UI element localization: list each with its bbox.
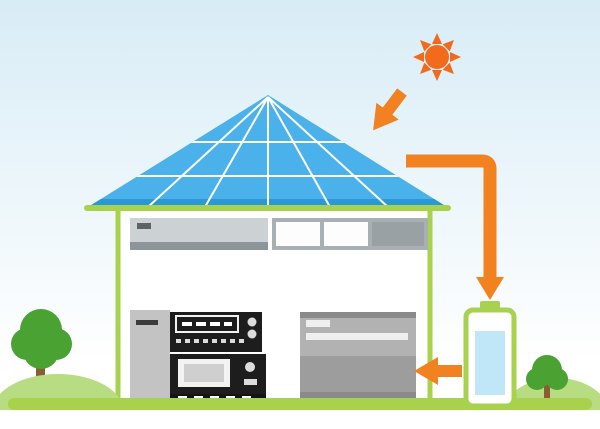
panel-buttons — [176, 339, 244, 343]
panel-knob-1 — [247, 317, 257, 327]
window-pane-3 — [372, 222, 424, 246]
dishwasher-handle-slot — [306, 333, 408, 340]
oven-knob — [245, 362, 255, 372]
ground — [8, 398, 592, 410]
window-pane-2 — [324, 222, 368, 246]
display-screen — [175, 315, 239, 333]
battery-charge-level — [475, 331, 505, 395]
dishwasher-unit — [300, 312, 416, 400]
second-floor-windows — [272, 218, 428, 250]
right-tree — [526, 355, 568, 406]
roof-eave — [84, 205, 451, 211]
range-hood-window — [130, 218, 268, 250]
storage-battery — [463, 301, 517, 409]
roof-to-battery-arrow — [406, 154, 504, 300]
foreground-mask — [0, 410, 600, 429]
oven-audio-unit — [130, 310, 266, 402]
cabinet-handle — [136, 320, 158, 325]
panel-knob-2 — [247, 329, 257, 339]
dishwasher-vent-slot — [306, 320, 330, 327]
left-tree — [11, 309, 72, 403]
dishwasher-base — [300, 392, 416, 400]
sun-icon — [413, 33, 461, 81]
window-pane-1 — [276, 222, 320, 246]
oven-button — [244, 379, 257, 385]
